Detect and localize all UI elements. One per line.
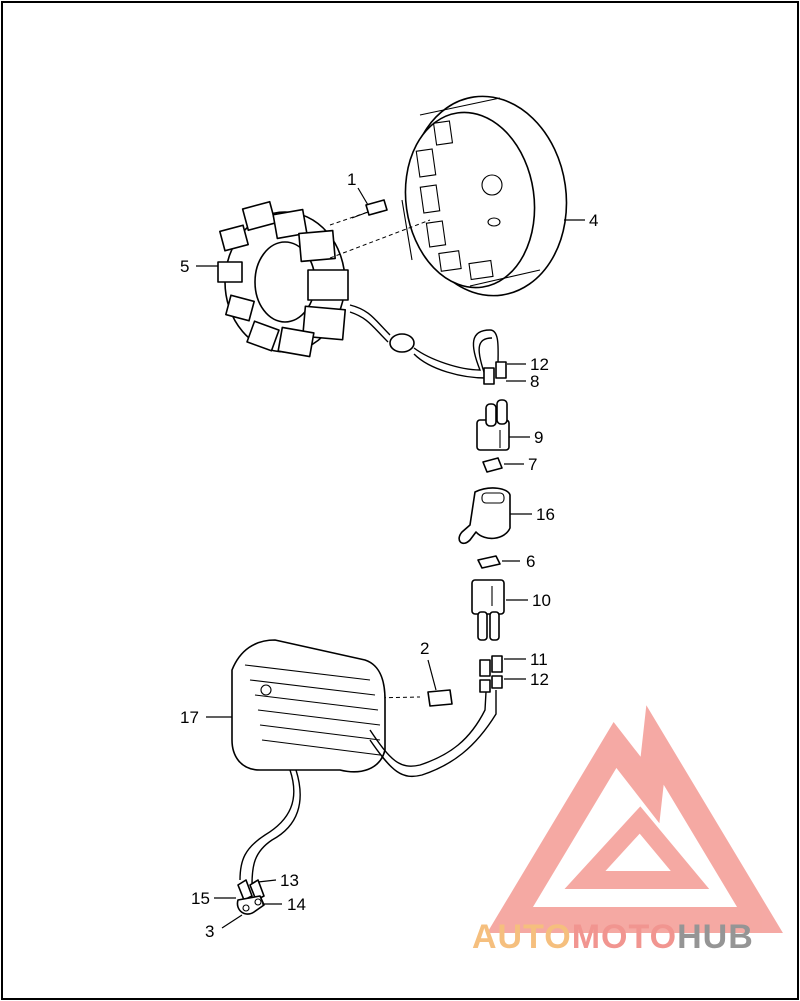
connector-10 bbox=[471, 579, 505, 641]
callout-2: 2 bbox=[420, 639, 429, 658]
callout-12-upper: 12 bbox=[530, 355, 549, 374]
callout-11: 11 bbox=[530, 650, 548, 669]
regulator-part bbox=[231, 639, 386, 773]
callout-9: 9 bbox=[534, 428, 543, 447]
leader-lines bbox=[196, 187, 585, 929]
regulator-wire-harness bbox=[236, 690, 497, 915]
callout-6: 6 bbox=[526, 552, 535, 571]
watermark-text-auto: AUTO bbox=[472, 918, 572, 956]
callout-labels: 1 2 3 4 5 6 7 8 9 10 11 12 12 13 14 15 1… bbox=[180, 170, 598, 941]
callout-16: 16 bbox=[536, 505, 555, 524]
callout-5: 5 bbox=[180, 257, 189, 276]
terminals-11-12 bbox=[479, 655, 503, 693]
alignment-line-rotor bbox=[329, 219, 431, 259]
callout-12-lower: 12 bbox=[530, 670, 549, 689]
watermark-text: AUTOMOTOHUB bbox=[472, 918, 754, 956]
bracket-16 bbox=[458, 487, 511, 545]
watermark-inner-mark bbox=[564, 806, 710, 889]
lock-7 bbox=[482, 457, 503, 473]
watermark-logo: AUTOMOTOHUB bbox=[472, 705, 783, 956]
bolt-1 bbox=[329, 199, 388, 226]
callout-14: 14 bbox=[287, 895, 306, 914]
callout-17: 17 bbox=[180, 708, 199, 727]
callout-1: 1 bbox=[347, 170, 356, 189]
stator-part bbox=[217, 200, 349, 358]
lock-6 bbox=[477, 555, 501, 569]
bolt-2 bbox=[427, 689, 453, 707]
stator-wire-harness bbox=[349, 304, 507, 385]
watermark-text-hub: HUB bbox=[677, 918, 754, 956]
callout-13: 13 bbox=[280, 871, 299, 890]
callout-15: 15 bbox=[191, 889, 210, 908]
callout-10: 10 bbox=[532, 591, 551, 610]
callout-3: 3 bbox=[205, 922, 214, 941]
watermark-text-moto: MOTO bbox=[572, 918, 677, 956]
rotor-part bbox=[401, 95, 568, 297]
connector-9 bbox=[476, 399, 510, 451]
callout-4: 4 bbox=[589, 211, 598, 230]
callout-7: 7 bbox=[528, 455, 537, 474]
watermark-triangle bbox=[487, 705, 783, 933]
callout-8: 8 bbox=[530, 372, 539, 391]
